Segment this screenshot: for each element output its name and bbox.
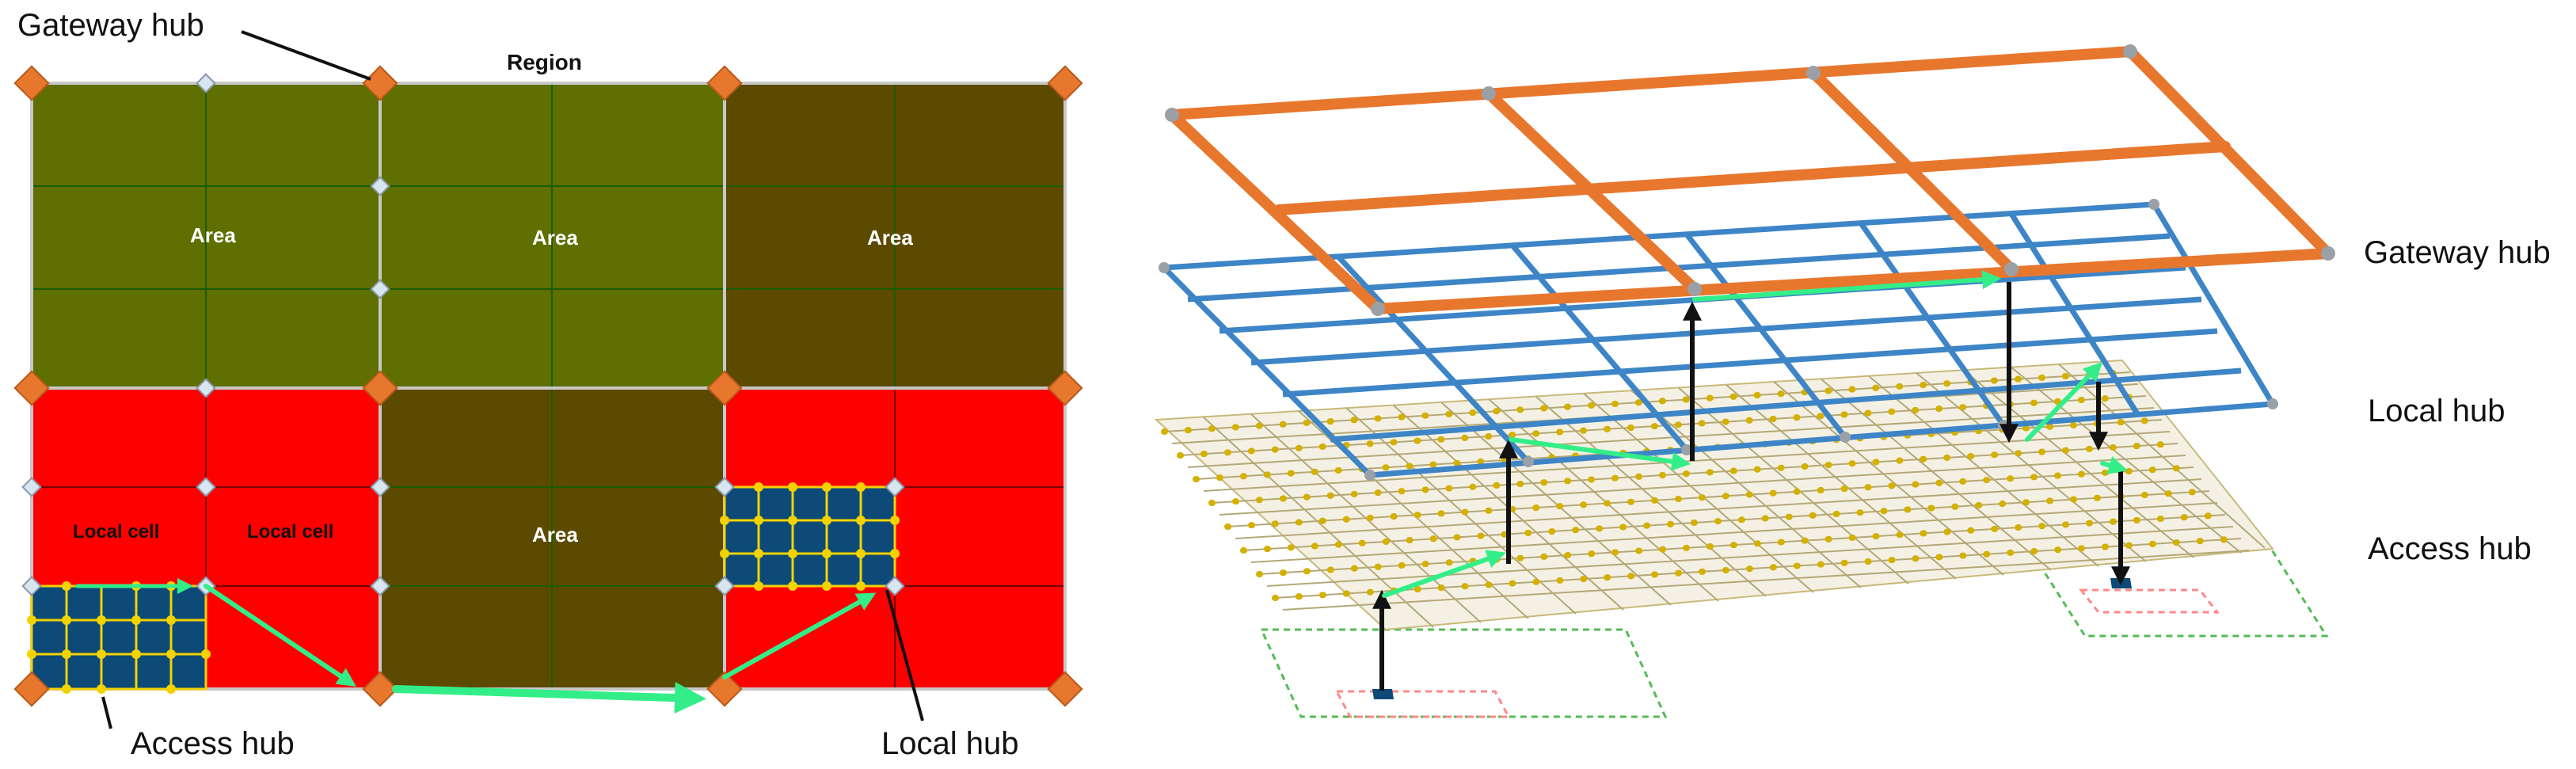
gateway-hub-layer xyxy=(1166,46,2334,314)
area-label-top-middle: Area xyxy=(532,226,578,249)
gateway-hub-joints xyxy=(1165,44,2335,316)
area-label-top-left: Area xyxy=(190,223,236,247)
local-hub-callout-line xyxy=(885,589,924,721)
gateway-hub-markers xyxy=(13,65,1083,707)
local-hub-label-left: Local hub xyxy=(881,726,1018,761)
area-label-top-right: Area xyxy=(867,226,913,249)
left-region-diagram: Gateway hub Region Area Area Area Area L… xyxy=(13,8,1083,761)
access-hub-grid-left xyxy=(27,581,211,694)
access-hub-grid-right xyxy=(720,482,900,591)
local-cell-label-1: Local cell xyxy=(73,521,159,542)
region-label: Region xyxy=(507,50,582,74)
right-layered-diagram: Gateway hub Local hub Access hub xyxy=(1154,44,2551,718)
access-hub-callout-line xyxy=(101,696,112,729)
local-hub-markers xyxy=(21,73,905,596)
local-hub-label-right: Local hub xyxy=(2368,394,2505,428)
area-label-bottom-middle: Area xyxy=(532,523,578,546)
local-hub-joints xyxy=(1159,199,2278,481)
access-hub-label-left: Access hub xyxy=(131,726,295,761)
route-path-left xyxy=(75,578,877,714)
gateway-hub-callout-line xyxy=(241,30,371,81)
vertical-connection-arrows xyxy=(1372,282,2130,691)
access-hub-label-right: Access hub xyxy=(2368,531,2532,566)
gateway-hub-label-right: Gateway hub xyxy=(2364,235,2551,270)
route-path-right xyxy=(1382,270,2128,598)
local-cell-label-2: Local cell xyxy=(247,521,333,542)
gateway-hub-label-left: Gateway hub xyxy=(17,8,204,43)
area-grid-lines xyxy=(32,83,1065,689)
